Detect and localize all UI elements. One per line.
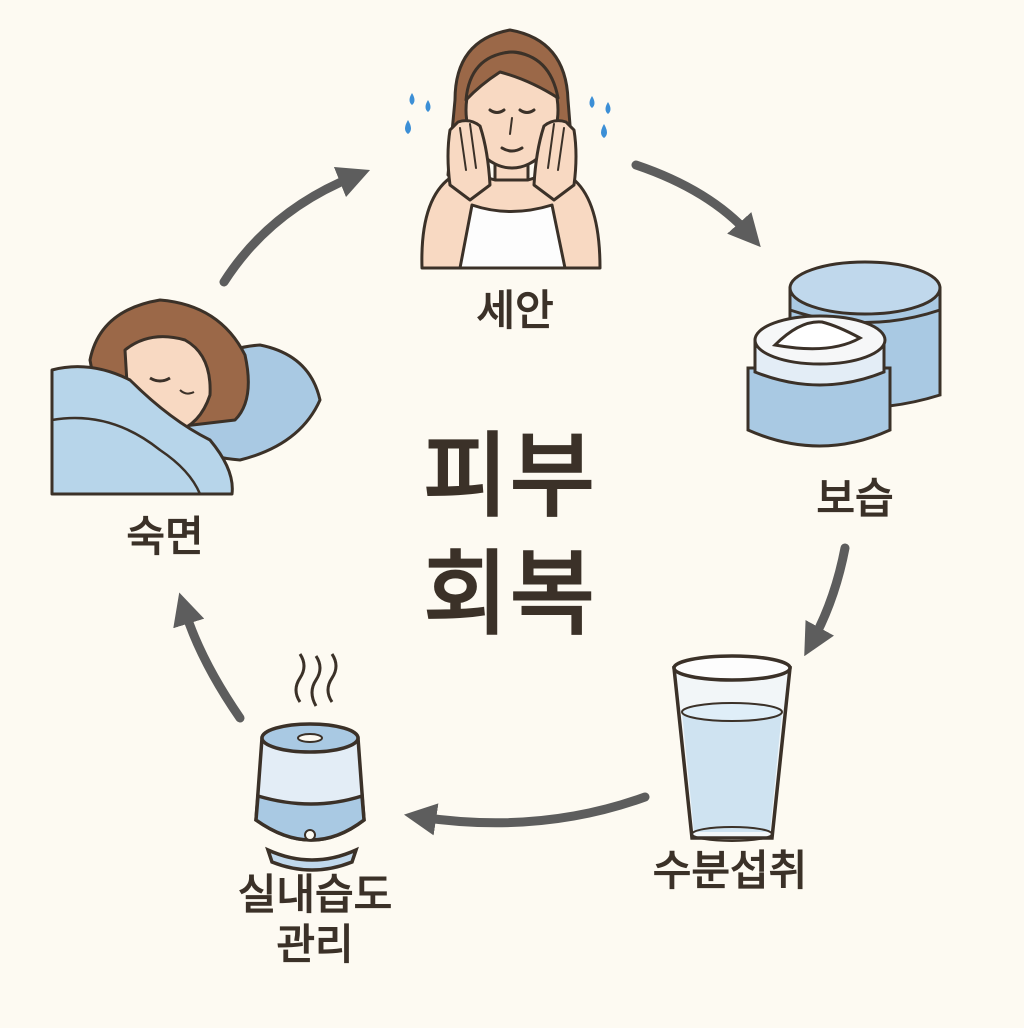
glass-of-water-icon bbox=[672, 654, 792, 842]
cream-jars-icon bbox=[746, 260, 942, 448]
sleeping-woman-icon bbox=[50, 298, 322, 496]
face-washing-woman-icon bbox=[405, 28, 611, 270]
humidifier-icon bbox=[254, 653, 366, 872]
step-label-humidity-line1: 실내습도 bbox=[237, 870, 393, 919]
center-title-line2: 회복 bbox=[423, 540, 597, 648]
center-title: 피부 회복 bbox=[380, 418, 640, 654]
arrow-humidity-to-sleep bbox=[173, 592, 245, 723]
center-title-line1: 피부 bbox=[423, 423, 597, 530]
arrow-wash-to-moisturize bbox=[631, 160, 761, 248]
step-label-moisturize: 보습 bbox=[816, 474, 894, 523]
step-label-water: 수분섭취 bbox=[652, 846, 808, 895]
step-label-humidity: 실내습도 관리 bbox=[180, 870, 450, 969]
arrow-moisturize-to-water bbox=[804, 543, 850, 657]
arrow-sleep-to-wash bbox=[219, 166, 371, 287]
cycle-arrows bbox=[173, 160, 850, 836]
arrow-water-to-humidity bbox=[403, 792, 650, 836]
step-label-humidity-line2: 관리 bbox=[276, 919, 354, 969]
step-label-sleep: 숙면 bbox=[126, 512, 204, 561]
step-label-wash: 세안 bbox=[476, 286, 554, 335]
